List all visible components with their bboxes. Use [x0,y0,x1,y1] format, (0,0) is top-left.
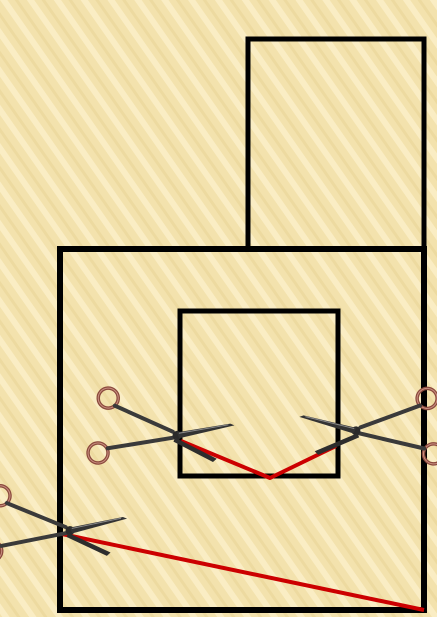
cutting-diagram [0,0,437,617]
